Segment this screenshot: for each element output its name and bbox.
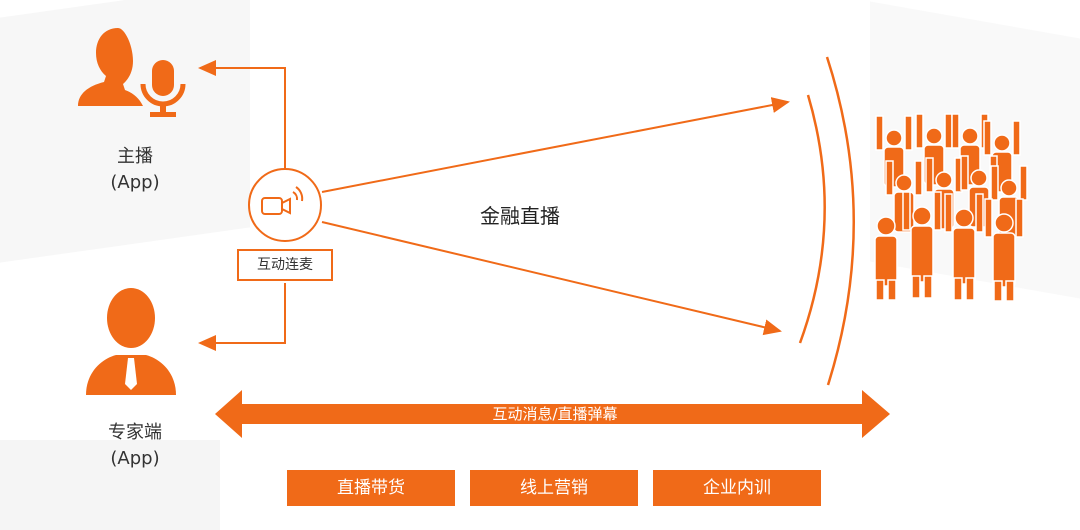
expert-with-tie-icon — [86, 288, 176, 395]
host-with-microphone-icon — [78, 28, 186, 117]
host-name: 主播 — [117, 146, 153, 167]
broadcast-label: 金融直播 — [480, 204, 560, 228]
video-call-icon — [261, 186, 304, 215]
host-label: 主播 (App) — [90, 144, 180, 196]
interactive-mic-tag: 互动连麦 — [237, 249, 333, 281]
video-call-circle — [248, 168, 322, 242]
scenario-online-marketing: 线上营销 — [470, 470, 638, 506]
expert-name: 专家端 — [108, 422, 162, 443]
reception-curve-outer — [825, 56, 855, 386]
interaction-bar-label: 互动消息/直播弹幕 — [492, 405, 618, 423]
host-platform: (App) — [110, 172, 160, 193]
reception-curve-inner — [798, 94, 826, 344]
crowd-icon — [874, 113, 1028, 302]
scenario-live-commerce: 直播带货 — [287, 470, 455, 506]
scenario-corporate-training: 企业内训 — [653, 470, 821, 506]
expert-label: 专家端 (App) — [85, 420, 185, 472]
expert-platform: (App) — [110, 448, 160, 469]
interaction-bar-arrow — [215, 390, 890, 438]
background-shape — [0, 440, 220, 530]
